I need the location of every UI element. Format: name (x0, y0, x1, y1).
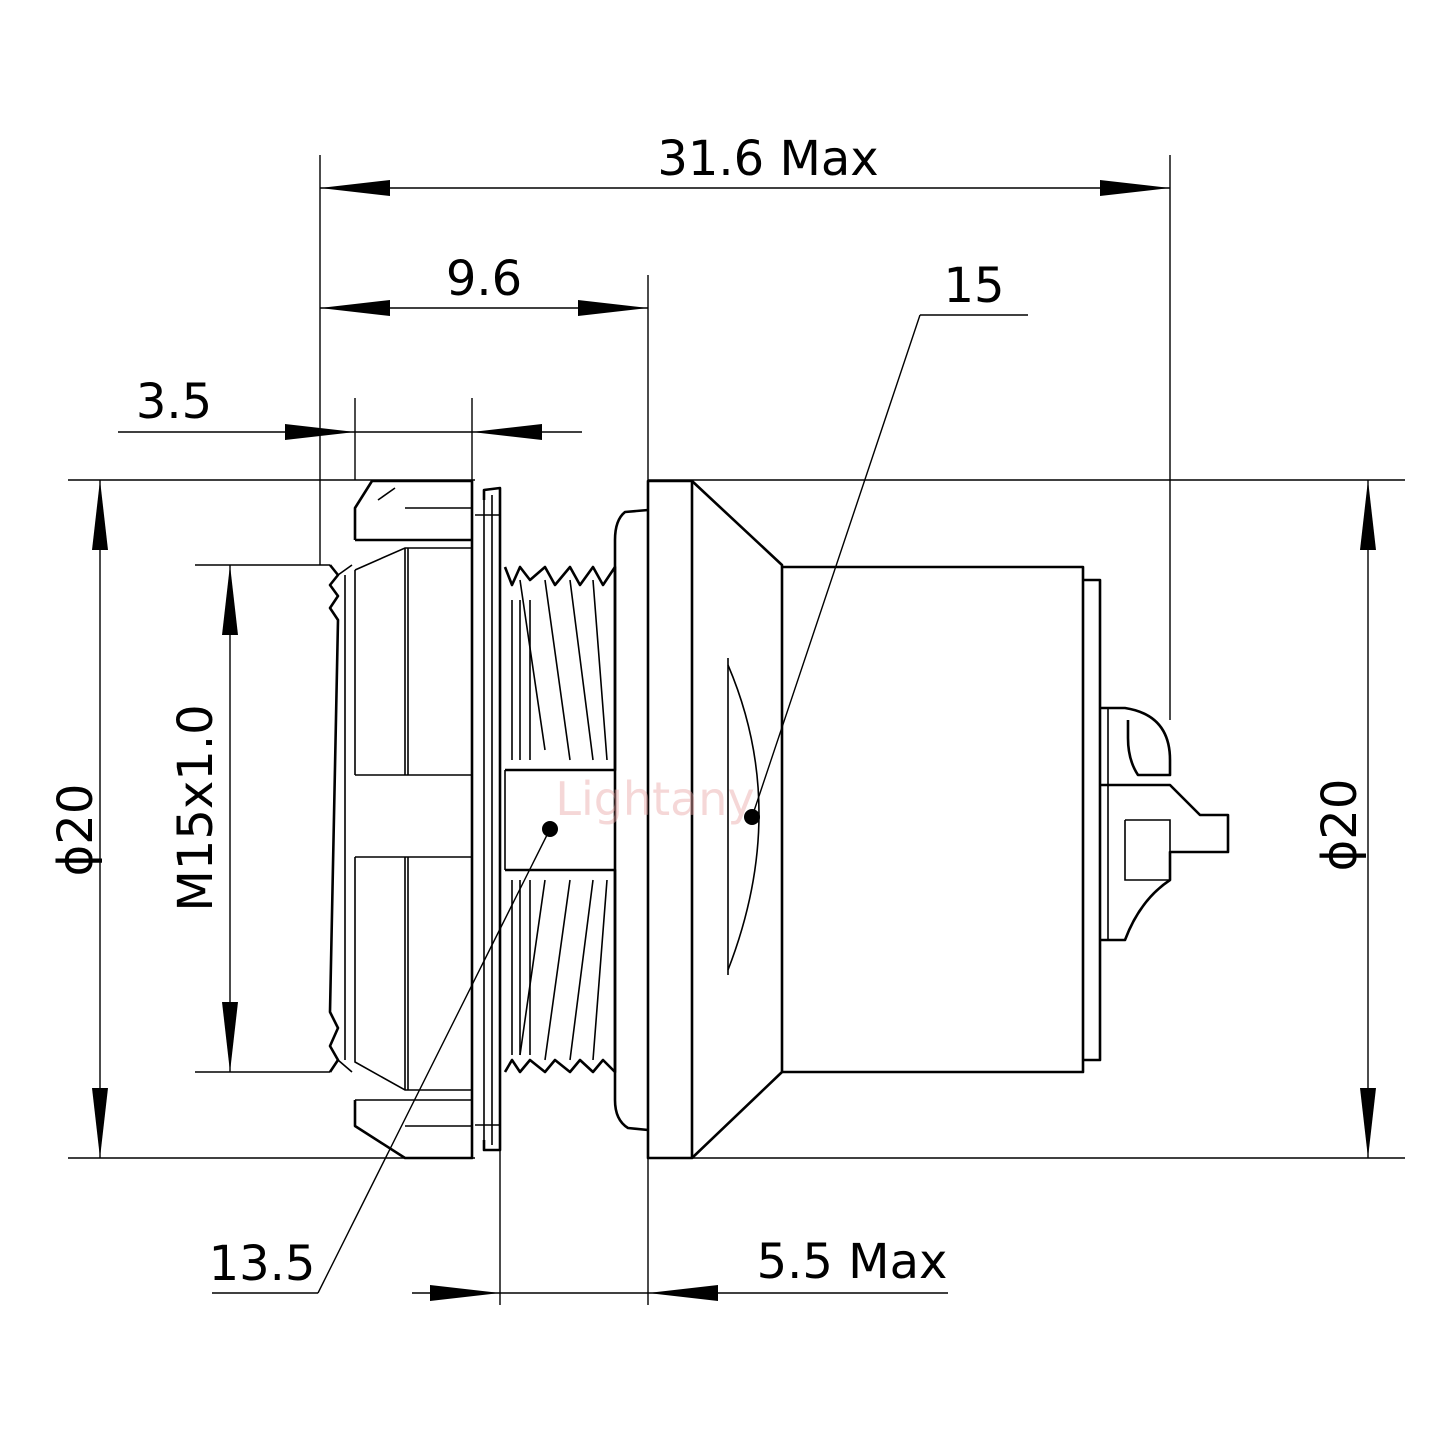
dim-text-13-5: 13.5 (209, 1236, 316, 1292)
connector-body (328, 479, 1230, 1160)
dimension-panel-max: 5.5 Max (412, 1234, 948, 1301)
dim-text-thread: M15x1.0 (168, 704, 224, 911)
rear-contacts (1100, 706, 1230, 942)
dimension-diameter-left: ϕ20 (48, 480, 108, 1158)
leader-13-5: 13.5 (209, 821, 558, 1294)
front-thread (328, 564, 340, 1073)
dimension-thread-spec: M15x1.0 (168, 565, 238, 1072)
dimension-diameter-right: ϕ20 (1312, 480, 1376, 1158)
dim-text-diameter-left: ϕ20 (48, 784, 104, 877)
watermark: Lightany (555, 772, 754, 826)
body-thread (503, 565, 617, 1074)
dim-text-3-5: 3.5 (136, 374, 212, 430)
dimension-overall-length: 31.6 Max (320, 131, 1170, 196)
dim-text-5-5: 5.5 Max (757, 1234, 948, 1290)
dim-text-9-6: 9.6 (446, 251, 522, 307)
dim-text-diameter-right: ϕ20 (1312, 779, 1368, 872)
dim-text-15: 15 (943, 258, 1004, 314)
hex-nut (353, 479, 474, 1160)
dimension-nut-thickness: 3.5 (118, 374, 582, 440)
extension-lines (68, 155, 1405, 1305)
rear-housing (613, 479, 1102, 1160)
panel-washer (475, 486, 502, 1152)
leader-15: 15 (744, 258, 1028, 825)
dim-text-overall: 31.6 Max (657, 131, 878, 187)
dimension-thread-to-flange: 9.6 (320, 251, 648, 316)
